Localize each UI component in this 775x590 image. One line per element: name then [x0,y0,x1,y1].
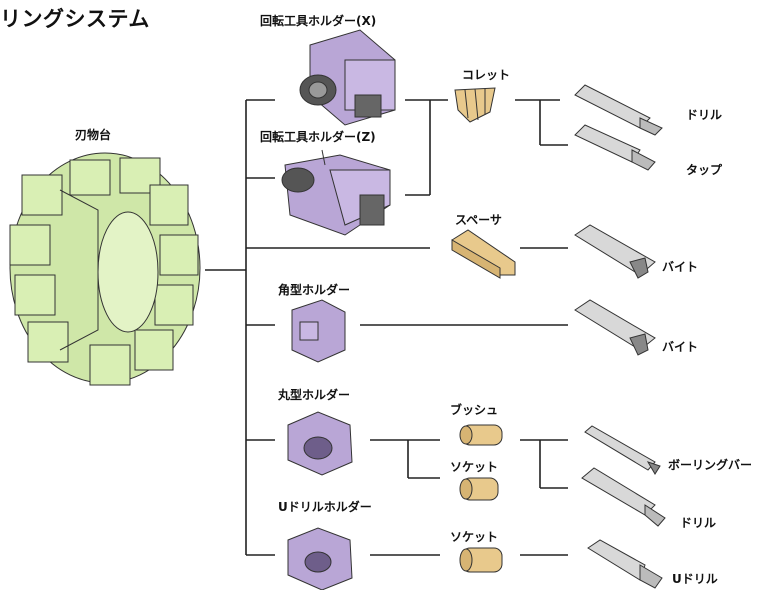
rotary-holder-x-illustration [299,29,396,126]
bush-illustration [459,424,503,446]
label-drill-2: ドリル [680,516,717,530]
label-square-holder: 角型ホルダー [278,283,351,297]
label-turret: 刃物台 [75,128,112,142]
connector-lines [205,99,568,556]
turret-illustration [9,152,201,386]
label-rotary-holder-x: 回転工具ホルダー(X) [260,14,377,28]
round-holder-illustration [287,411,353,476]
boring-bar-illustration [584,425,661,475]
label-tap: タップ [686,163,723,177]
label-spacer: スペーサ [455,213,502,227]
u-drill-holder-illustration [287,527,353,590]
label-u-drill: Uドリル [672,572,718,586]
label-collet: コレット [462,68,511,82]
label-round-holder: 丸型ホルダー [278,388,351,402]
bite-1-illustration [574,224,656,279]
label-socket-1: ソケット [450,460,499,474]
socket-1-illustration [459,477,499,501]
label-u-drill-holder: Uドリルホルダー [278,500,372,514]
label-bite-2: バイト [662,340,699,354]
square-holder-illustration [291,299,346,363]
drill-1-illustration [574,84,663,136]
socket-2-illustration [459,547,503,573]
u-drill-illustration [587,539,663,589]
tap-illustration [574,124,656,171]
bite-2-illustration [574,299,656,356]
label-socket-2: ソケット [450,530,499,544]
collet-illustration [454,87,496,123]
label-boring-bar: ボーリングバー [668,458,753,472]
rotary-holder-z-illustration [281,149,391,236]
label-bite-1: バイト [662,260,699,274]
drill-2-illustration [581,467,666,527]
spacer-illustration [451,229,516,279]
label-bush: ブッシュ [450,403,499,417]
label-rotary-holder-z: 回転工具ホルダー(Z) [260,130,376,144]
page-title: リングシステム [0,7,150,31]
label-drill-1: ドリル [686,108,723,122]
